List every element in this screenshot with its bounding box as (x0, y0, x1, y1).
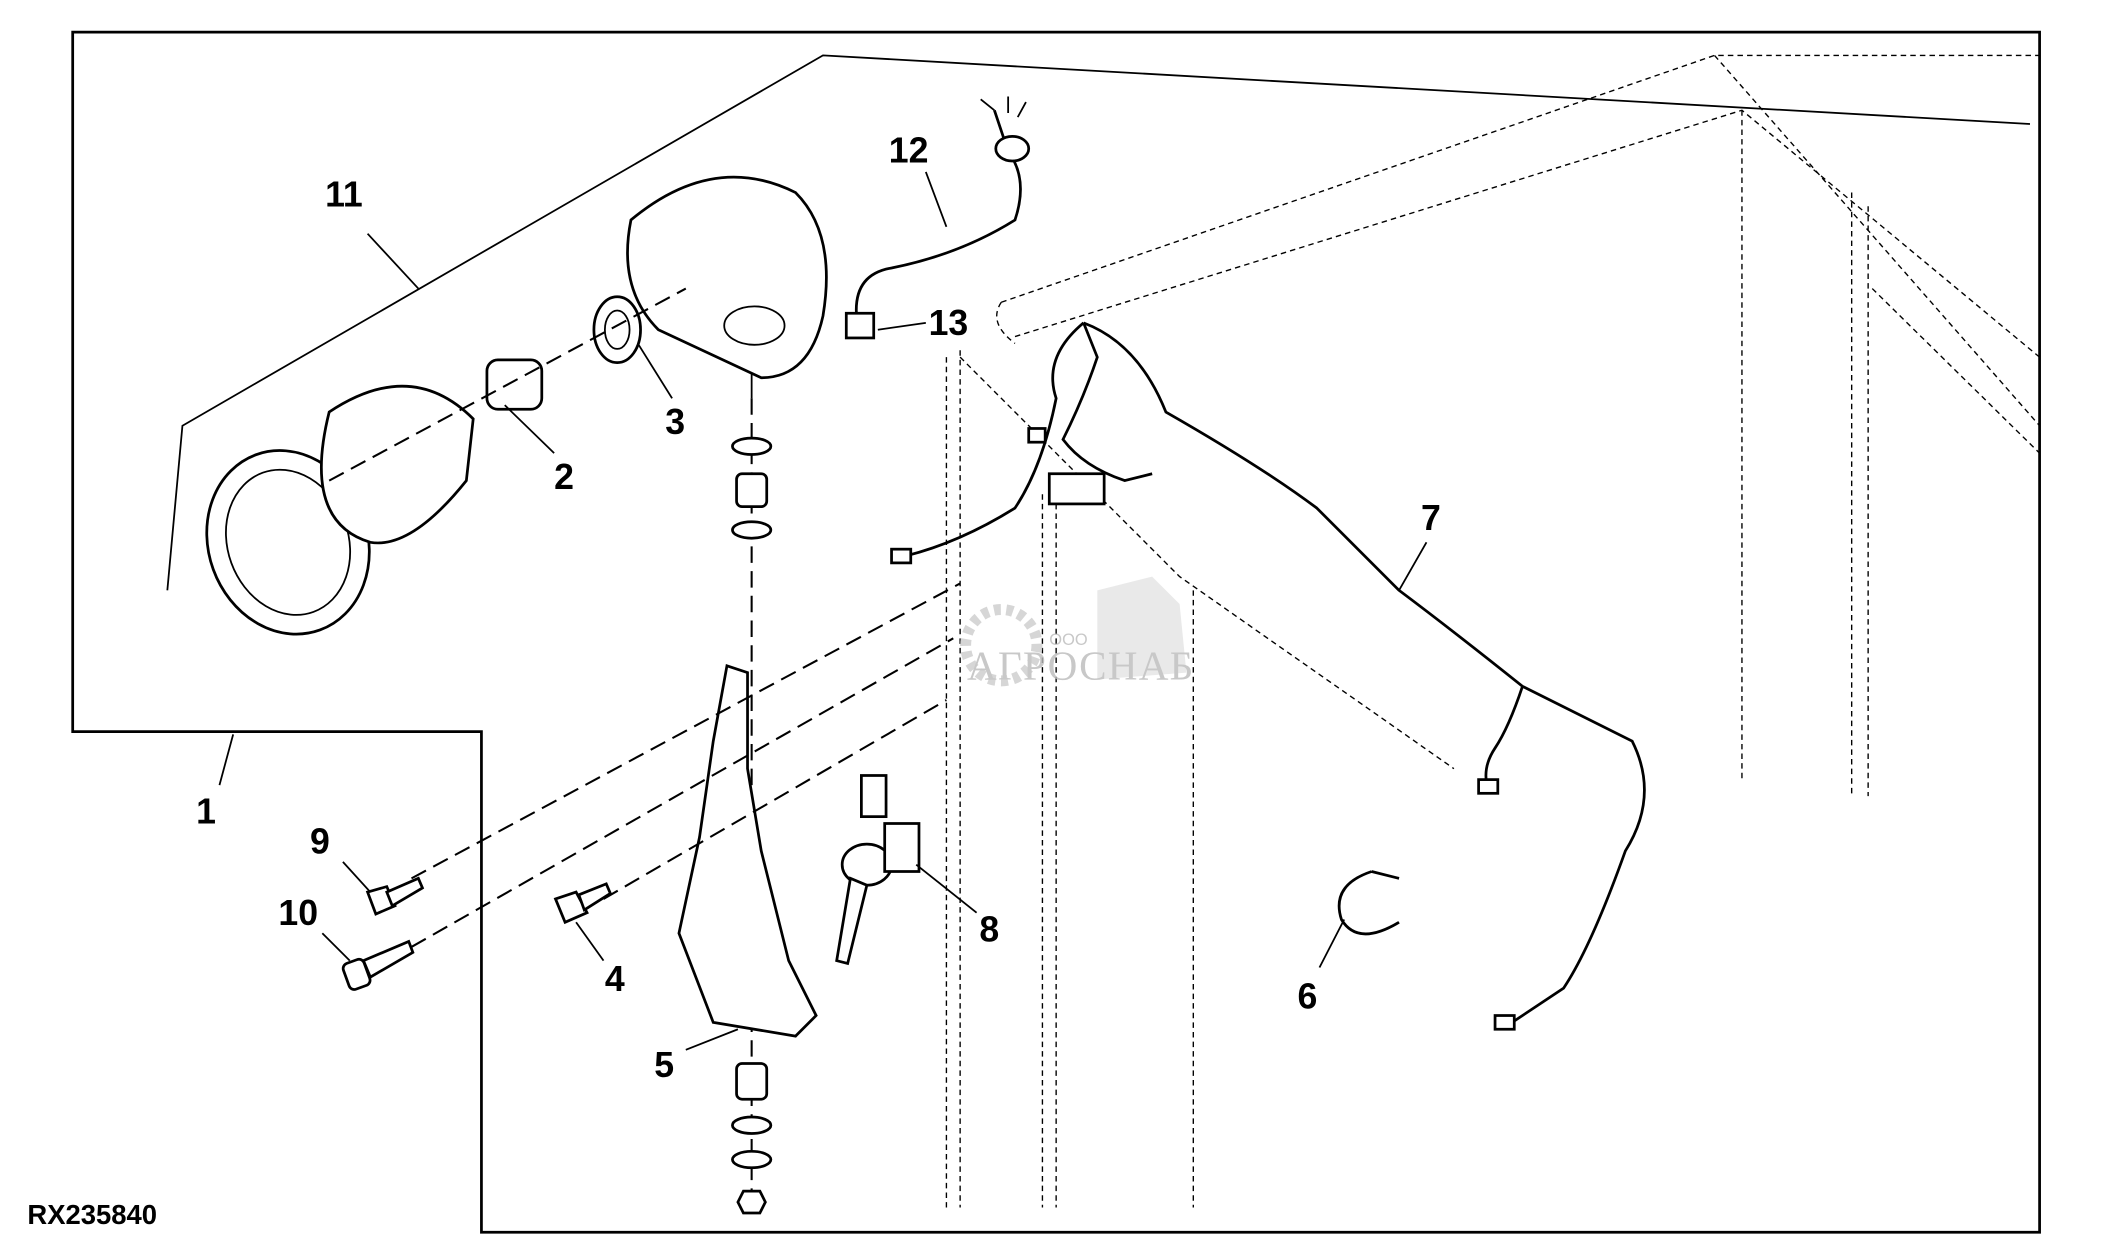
callout-9: 9 (310, 822, 330, 862)
cab-outline (945, 54, 2041, 1208)
callout-11: 11 (325, 174, 363, 214)
bolt-10 (341, 939, 415, 991)
callout-3: 3 (665, 402, 685, 442)
bulb (485, 358, 544, 411)
clamp (835, 774, 921, 966)
bracket (677, 663, 818, 1038)
connector-block (1047, 472, 1106, 506)
pigtail-connector (844, 311, 876, 340)
figure-id: RX235840 (27, 1199, 157, 1230)
outer-frame (71, 30, 2041, 1234)
spacer-upper (735, 472, 769, 509)
callout-6: 6 (1298, 977, 1318, 1017)
group-11-outline (166, 54, 2031, 591)
clip (1337, 870, 1400, 936)
pigtail-harness (854, 109, 1022, 324)
callout-7: 7 (1421, 498, 1441, 538)
lens (320, 384, 475, 545)
callout-2: 2 (554, 457, 574, 497)
wiring-harness (904, 321, 1646, 1031)
callout-4: 4 (605, 959, 625, 999)
callout-10: 10 (278, 893, 318, 933)
watermark-prefix: ООО (1049, 631, 1087, 649)
callout-13: 13 (929, 303, 969, 343)
callout-12: 12 (889, 130, 929, 170)
callout-5: 5 (654, 1045, 674, 1085)
bolt-9 (365, 876, 425, 916)
socket-seal (592, 295, 642, 365)
watermark-name: АГРОСНАБ (967, 642, 1193, 688)
bolt-4 (553, 882, 613, 925)
callout-8: 8 (979, 909, 999, 949)
spacer-lower (735, 1062, 769, 1101)
callout-1: 1 (196, 791, 216, 831)
watermark-logo: ООО АГРОСНАБ (960, 576, 1193, 688)
leader-lines (218, 171, 1428, 1051)
nut (736, 1189, 767, 1215)
lamp-housing (626, 175, 828, 380)
